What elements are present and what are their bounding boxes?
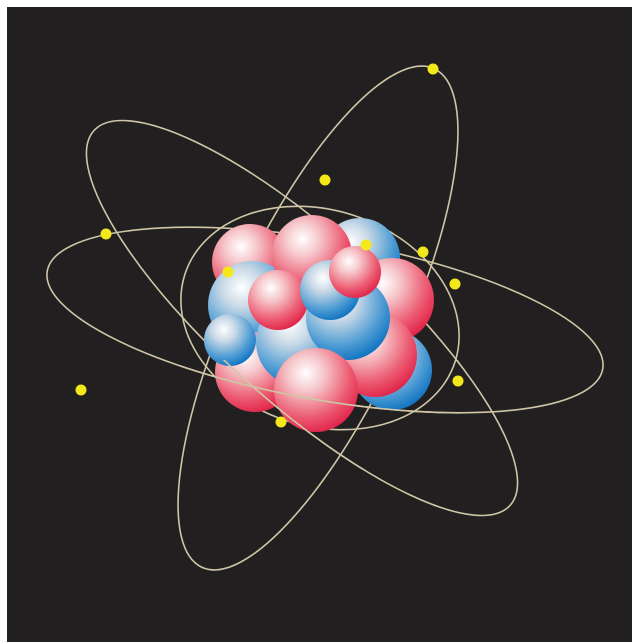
electron bbox=[276, 417, 287, 428]
electron bbox=[450, 279, 461, 290]
electron bbox=[361, 240, 372, 251]
electron bbox=[428, 64, 439, 75]
electron bbox=[223, 267, 234, 278]
electron bbox=[453, 376, 464, 387]
electron bbox=[418, 247, 429, 258]
electron bbox=[76, 385, 87, 396]
proton-sphere bbox=[274, 348, 358, 432]
proton-sphere bbox=[329, 246, 381, 298]
neutron-sphere bbox=[204, 314, 256, 366]
electron bbox=[101, 229, 112, 240]
electron bbox=[320, 175, 331, 186]
proton-sphere bbox=[248, 270, 308, 330]
